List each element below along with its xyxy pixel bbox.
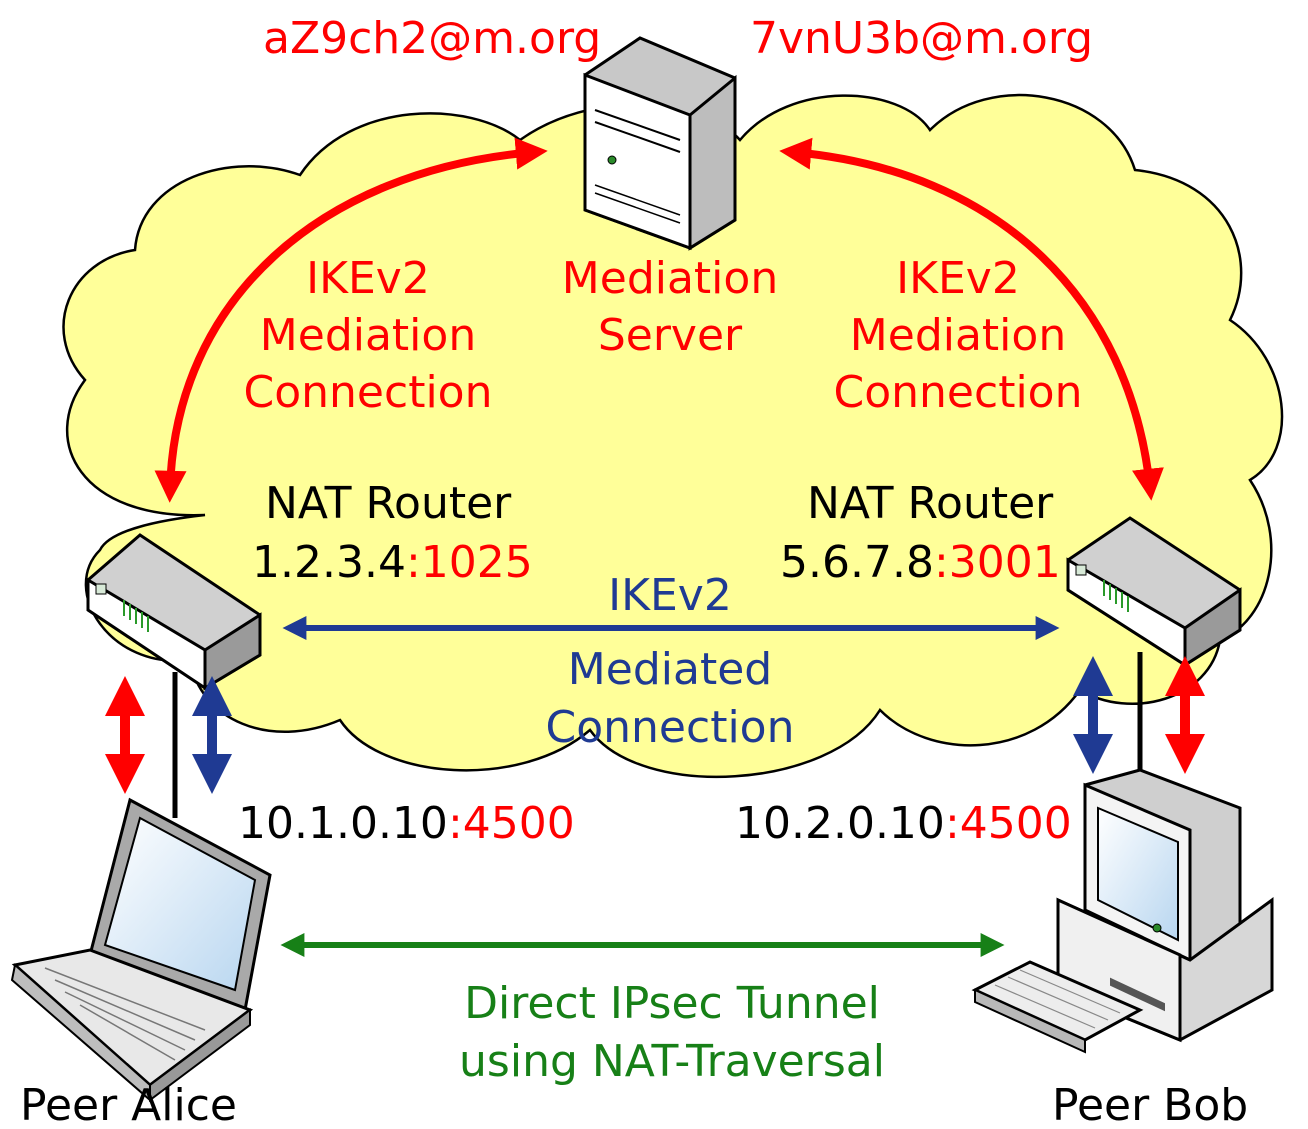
router-icon [86, 533, 262, 691]
right-conn-line1: IKEv2 [896, 253, 1020, 304]
mediated-line3: Connection [546, 702, 795, 753]
nat-left-port: :1025 [406, 537, 533, 588]
alice-address: 10.1.0.10:4500 [238, 798, 575, 849]
right-conn-line3: Connection [834, 367, 1083, 418]
laptop-icon [10, 797, 272, 1103]
bob-port: :4500 [945, 798, 1072, 849]
router-icon [1066, 516, 1242, 668]
mediation-link-right-arrow [779, 137, 1164, 501]
tunnel-line1: Direct IPsec Tunnel [464, 978, 880, 1029]
nat-right-title: NAT Router [807, 478, 1054, 529]
mediated-line1: IKEv2 [608, 570, 732, 621]
server-label-line1: Mediation [562, 253, 778, 304]
peer-alice-label: Peer Alice [20, 1080, 237, 1129]
nat-right-address: 5.6.7.8:3001 [780, 537, 1061, 588]
bob-ip: 10.2.0.10 [735, 798, 945, 849]
server-icon [583, 36, 737, 251]
server-label-line2: Server [598, 310, 743, 361]
left-conn-line2: Mediation [260, 310, 476, 361]
tunnel-line2: using NAT-Traversal [459, 1036, 885, 1087]
mediated-line2: Mediated [568, 644, 772, 695]
email-bob: 7vnU3b@m.org [750, 13, 1093, 64]
right-conn-line2: Mediation [850, 310, 1066, 361]
nat-left-title: NAT Router [265, 478, 512, 529]
alice-ip: 10.1.0.10 [238, 798, 448, 849]
nat-left-address: 1.2.3.4:1025 [252, 537, 533, 588]
left-conn-line3: Connection [244, 367, 493, 418]
nat-right-ip: 5.6.7.8 [780, 537, 934, 588]
peer-bob-label: Peer Bob [1052, 1080, 1248, 1129]
nat-left-ip: 1.2.3.4 [252, 537, 406, 588]
alice-port: :4500 [448, 798, 575, 849]
bob-address: 10.2.0.10:4500 [735, 798, 1072, 849]
nat-right-port: :3001 [934, 537, 1061, 588]
email-alice: aZ9ch2@m.org [263, 13, 601, 64]
keyboard-icon [971, 960, 1144, 1054]
left-conn-line1: IKEv2 [306, 253, 430, 304]
mediation-link-left-arrow [154, 137, 548, 503]
